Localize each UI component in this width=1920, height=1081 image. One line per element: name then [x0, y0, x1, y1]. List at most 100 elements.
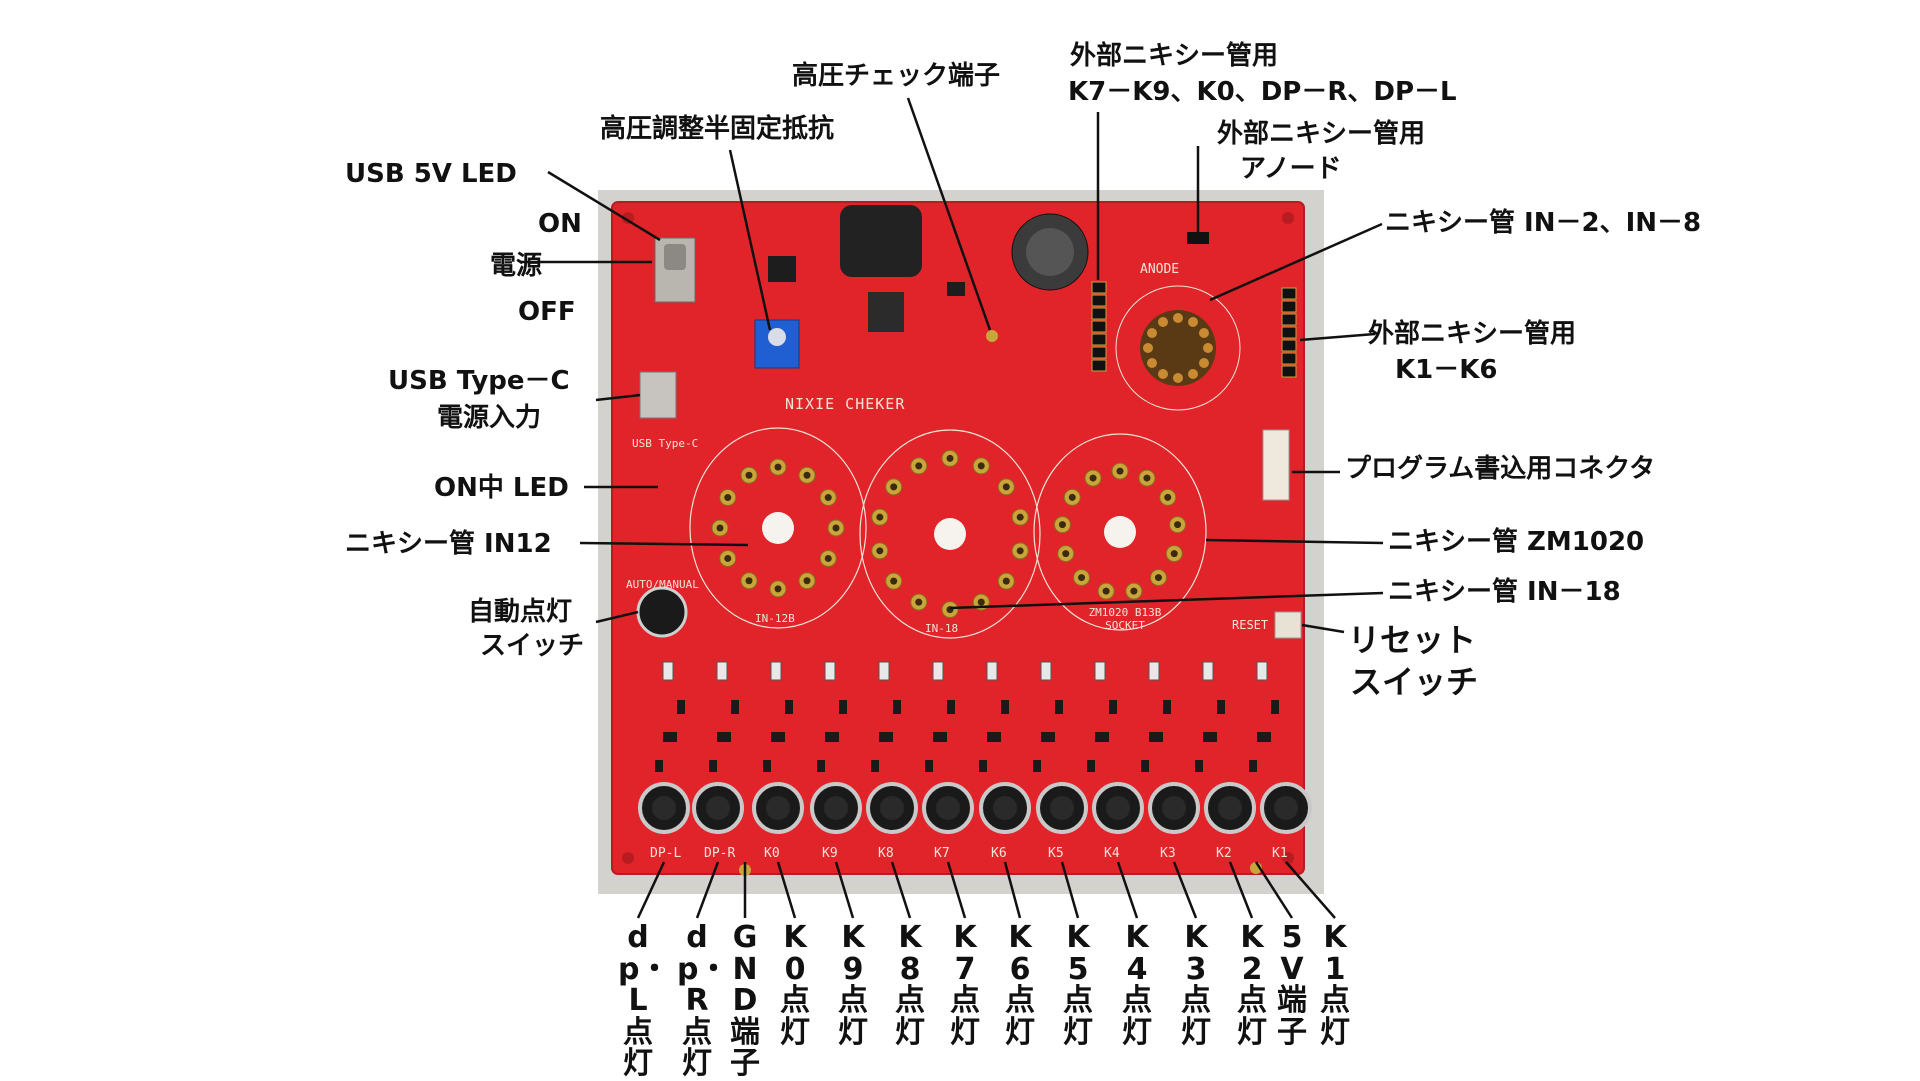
in12-socket-pin-hole — [716, 524, 724, 532]
resistor-smd — [1087, 760, 1095, 772]
bottom-label-11: K2点灯 — [1237, 920, 1267, 1050]
transistor — [1095, 732, 1109, 742]
silk-in12: IN-12B — [755, 612, 795, 625]
silk-title: NIXIE CHEKER — [785, 395, 906, 413]
anode-header — [1187, 232, 1209, 244]
transistor — [825, 732, 839, 742]
in12-socket-pin-hole — [803, 471, 811, 479]
in18-socket-pin-hole — [876, 547, 884, 555]
header-k1-pin — [1281, 339, 1297, 352]
in12-socket-pin-hole — [774, 463, 782, 471]
callout-usb-typec-2: 電源入力 — [437, 403, 542, 433]
resistor-smd — [1249, 760, 1257, 772]
header-k1-pin — [1281, 326, 1297, 339]
resistor-smd — [1141, 760, 1149, 772]
header-k7-pin — [1091, 307, 1107, 320]
cathode-switch-cap — [824, 796, 848, 820]
leader-line — [906, 97, 992, 331]
in2-pin — [1158, 368, 1168, 379]
callout-usb-typec-1: USB Type－C — [388, 366, 570, 396]
callout-zm1020: ニキシー管 ZM1020 — [1388, 527, 1645, 557]
zm1020-socket-pin-hole — [1068, 493, 1076, 501]
header-k7-pin — [1091, 346, 1107, 359]
in12-socket-pin-hole — [832, 524, 840, 532]
auto-manual-switch — [636, 586, 688, 638]
usb-c-connector — [639, 371, 677, 419]
in12-socket-pin-hole — [745, 577, 753, 585]
zm1020-socket-pin-hole — [1062, 550, 1070, 558]
power-switch-knob — [664, 244, 686, 270]
bottom-label-1: dp・R点灯 — [677, 920, 729, 1081]
silk-auto-manual: AUTO/MANUAL — [626, 578, 699, 591]
in12-socket-center-hole — [762, 512, 794, 544]
callout-off: OFF — [518, 297, 576, 327]
zm1020-socket-pin-hole — [1102, 587, 1110, 595]
zener-diode — [1055, 700, 1063, 714]
silk-zm1020: ZM1020 B13B SOCKET — [1088, 606, 1162, 632]
callout-ext-k7-2: K7－K9、K0、DP－R、DP－L — [1068, 77, 1457, 107]
in12-socket-pin-hole — [724, 554, 732, 562]
resistor — [770, 661, 782, 681]
button-silk-label: K9 — [822, 846, 838, 861]
callout-usb5v-led: USB 5V LED — [345, 159, 517, 189]
ic-chip — [768, 256, 796, 282]
zener-diode — [1109, 700, 1117, 714]
zener-diode — [1217, 700, 1225, 714]
zm1020-socket-pin-hole — [1143, 474, 1151, 482]
transistor — [933, 732, 947, 742]
button-silk-label: K1 — [1272, 846, 1288, 861]
leader-line — [1299, 332, 1376, 342]
in18-socket-pin-hole — [977, 598, 985, 606]
in2-pin — [1188, 368, 1198, 379]
in2-pin — [1198, 328, 1209, 338]
button-silk-label: K2 — [1216, 846, 1232, 861]
bottom-leader-line — [636, 861, 666, 919]
button-silk-label: K7 — [934, 846, 950, 861]
leader-line — [595, 393, 641, 402]
callout-hv-check: 高圧チェック端子 — [792, 61, 1001, 91]
callout-ext-k1-2: K1－K6 — [1395, 355, 1498, 385]
zm1020-socket-pin-hole — [1164, 493, 1172, 501]
in18-socket-pin-hole — [876, 513, 884, 521]
zener-diode — [1271, 700, 1279, 714]
in12-socket-pin-hole — [803, 577, 811, 585]
in2-pin — [1203, 343, 1213, 353]
in2-socket-outline — [1115, 285, 1241, 411]
leader-line — [1209, 222, 1383, 302]
bottom-leader-line — [1228, 861, 1254, 919]
transistor — [987, 732, 1001, 742]
zm1020-socket-center-hole — [1104, 516, 1136, 548]
resistor-smd — [655, 760, 663, 772]
transistor — [1041, 732, 1055, 742]
mounting-hole — [1282, 212, 1294, 224]
button-silk-label: K3 — [1160, 846, 1176, 861]
resistor — [1040, 661, 1052, 681]
program-connector — [1262, 429, 1290, 501]
bottom-label-7: K6点灯 — [1005, 920, 1035, 1050]
zm1020-socket-pin-hole — [1089, 474, 1097, 482]
in12-socket-pin-hole — [724, 494, 732, 502]
bottom-leader-line — [1285, 861, 1336, 919]
zm1020-socket-pin-hole — [1170, 550, 1178, 558]
resistor-smd — [925, 760, 933, 772]
in18-socket-pin-hole — [890, 483, 898, 491]
leader-line — [1205, 538, 1384, 545]
in18-socket-pin-hole — [890, 577, 898, 585]
callout-hv-trim: 高圧調整半固定抵抗 — [600, 114, 835, 144]
in2-pin — [1147, 358, 1158, 368]
callout-power: 電源 — [490, 251, 543, 281]
resistor — [1256, 661, 1268, 681]
transistor — [771, 732, 785, 742]
in2-pin — [1158, 317, 1168, 328]
inductor — [840, 205, 922, 277]
in18-socket-pin-hole — [1016, 547, 1024, 555]
resistor-smd — [709, 760, 717, 772]
bottom-label-8: K5点灯 — [1063, 920, 1093, 1050]
leader-line — [728, 149, 772, 331]
header-k1-pin — [1281, 300, 1297, 313]
zm1020-socket-pin-hole — [1058, 521, 1066, 529]
leader-line — [547, 170, 661, 242]
smd-part — [947, 282, 965, 296]
silk-anode: ANODE — [1140, 262, 1180, 277]
callout-ext-k1-1: 外部ニキシー管用 — [1368, 319, 1577, 349]
